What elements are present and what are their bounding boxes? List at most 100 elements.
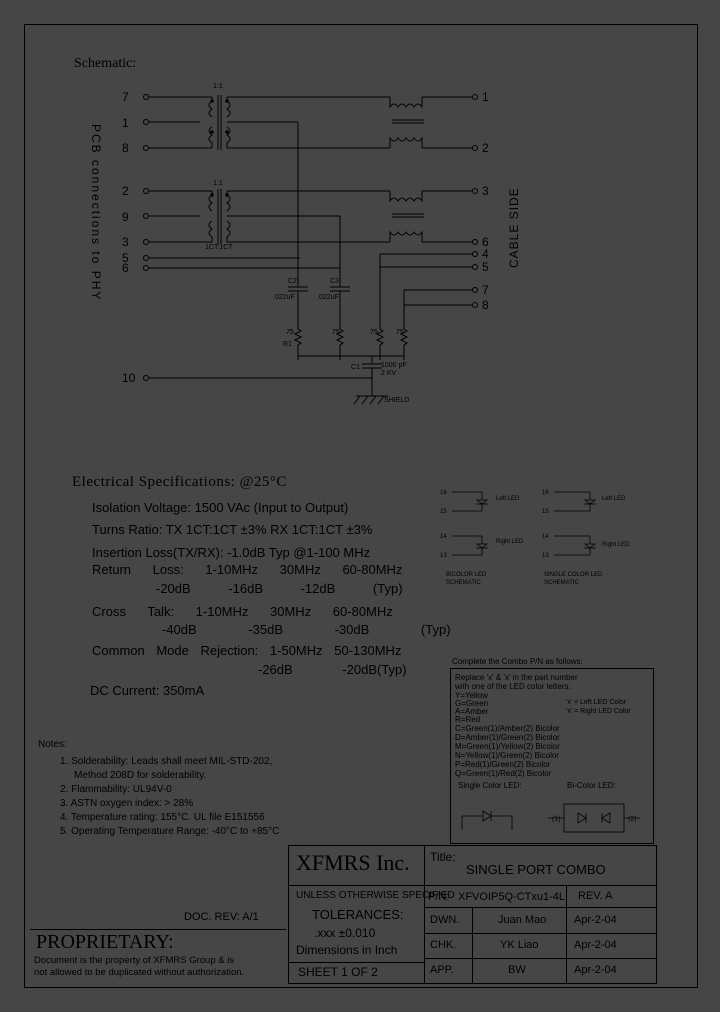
left-pin-1: 1 — [122, 116, 200, 130]
chk-date: Apr-2-04 — [574, 939, 617, 951]
combo-line: Replace 'x' & 'x' in the part number — [455, 673, 578, 682]
right-led-note: 'x' = Right LED Color — [566, 708, 631, 715]
proprietary-text-1: Document is the property of XFMRS Group … — [34, 955, 235, 966]
single-color-led-label: Single Color LED: — [458, 781, 522, 790]
combo-line: D=Amber(1)/Green(2) Bicolor — [455, 733, 560, 742]
spec-line: Return Loss: 1-10MHz 30MHz 60-80MHz — [92, 562, 403, 577]
dwn-date: Apr-2-04 — [574, 914, 617, 926]
dwn-label: DWN. — [430, 914, 460, 926]
ct-ratio-label: 1CT:1CT — [205, 244, 233, 251]
single-pin-15: 15 — [542, 509, 549, 515]
right-pin-7: 7 — [404, 283, 489, 297]
led-schematics: 16 15 Left LED 14 13 Right LED BICOLOR L… — [440, 490, 630, 586]
revision: REV. A — [578, 890, 613, 902]
bicolor-led-label: Bi-Color LED: — [567, 781, 616, 790]
right-pin-8: 8 — [404, 298, 489, 312]
left-pin-8-label: 8 — [122, 141, 129, 155]
bicolor-left-led-label: Left LED — [496, 496, 520, 502]
bicolor-pin-13: 13 — [440, 553, 447, 559]
combo-line: A=Amber — [455, 707, 489, 716]
chk-label: CHK. — [430, 939, 457, 951]
bicolor-pin-16: 16 — [440, 490, 447, 496]
note-item: 5. Operating Temperature Range: -40°C to… — [60, 826, 280, 837]
sheet-border — [24, 24, 698, 988]
right-pin-1: 1 — [472, 90, 489, 104]
note-item: 3. ASTN oxygen index: > 28% — [60, 798, 194, 809]
bicolor-pin-1-label: (1) — [552, 816, 561, 823]
combo-line: M=Green(1)/Yellow(2) Bicolor — [455, 742, 560, 751]
bicolor-caption-1: BICOLOR LED — [446, 572, 487, 578]
left-pin-2: 2 — [122, 184, 212, 198]
r-value-1: 75 — [286, 329, 294, 336]
right-pin-2: 2 — [472, 141, 489, 155]
combo-line: R=Red — [455, 715, 481, 724]
schematic-diagram: 7 1 8 1:1 — [89, 83, 521, 405]
schematic-title: Schematic: — [74, 56, 137, 71]
spec-line: Common Mode Rejection: 1-50MHz 50-130MHz — [92, 643, 402, 658]
spec-line: -20dB -16dB -12dB (Typ) — [156, 581, 403, 596]
left-pin-6: 6 — [122, 261, 340, 275]
left-pin-3: 3 — [122, 235, 212, 249]
left-pin-7-label: 7 — [122, 90, 129, 104]
title-block-hline — [288, 962, 424, 963]
single-caption-2: SCHEMATIC — [544, 580, 580, 586]
pcb-connections-label: PCB connections to PHY — [89, 124, 103, 301]
left-pin-10-label: 10 — [122, 371, 136, 385]
combo-box — [450, 668, 654, 844]
left-pin-5-label: 5 — [122, 251, 129, 265]
combo-line: N=Yellow(1)/Green(2) Bicolor — [455, 751, 559, 760]
combo-line: Y=Yellow — [455, 691, 488, 700]
app-label: APP. — [430, 964, 454, 976]
right-pin-1-label: 1 — [482, 90, 489, 104]
right-pin-7-label: 7 — [482, 283, 489, 297]
combo-led-symbols: (1) (2) — [461, 803, 640, 833]
title-block-vline — [566, 885, 567, 983]
c3-label: C3 — [330, 278, 339, 285]
note-item: 1. Solderability: Leads shall meet MIL-S… — [60, 756, 273, 767]
tolerances-label: TOLERANCES: — [312, 907, 404, 922]
spec-line: Isolation Voltage: 1500 VAc (Input to Ou… — [92, 500, 349, 515]
pn-value: XFVOIP5Q-CTxu1-4L — [458, 891, 565, 903]
title-value: SINGLE PORT COMBO — [466, 862, 606, 877]
combo-line: C=Green(1)/Amber(2) Bicolor — [455, 724, 560, 733]
left-pin-9-label: 9 — [122, 210, 129, 224]
chk-name: YK Liao — [500, 939, 539, 951]
right-pin-3: 3 — [472, 184, 489, 198]
transformer-2-ratio: 1:1 — [213, 180, 223, 187]
termination-network: C2 .022uF C3 .022uF 75 75 75 75 R1 — [143, 254, 409, 405]
left-pin-2-label: 2 — [122, 184, 129, 198]
bicolor-caption-2: SCHEMATIC — [446, 580, 482, 586]
left-pin-9: 9 — [122, 210, 200, 224]
company-name: XFMRS Inc. — [296, 850, 410, 875]
title-block — [288, 845, 657, 984]
r1-label: R1 — [283, 341, 292, 348]
single-caption-1: SINGLE COLOR LED — [544, 572, 603, 578]
spec-line: DC Current: 350mA — [90, 683, 205, 698]
single-color-led-schematic: 16 15 Left LED 14 13 Right LED SINGLE CO… — [542, 490, 630, 586]
bicolor-pin-15: 15 — [440, 509, 447, 515]
right-pin-6-label: 6 — [482, 235, 489, 249]
title-block-hline — [424, 958, 656, 959]
proprietary-text-2: not allowed to be duplicated without aut… — [34, 967, 245, 978]
spec-line: -26dB -20dB(Typ) — [258, 662, 407, 677]
single-color-led-symbol — [461, 810, 513, 830]
title-block-hline — [424, 933, 656, 934]
cable-side-label: CABLE SIDE — [507, 187, 521, 268]
left-pin-3-label: 3 — [122, 235, 129, 249]
choke-1 — [389, 96, 472, 149]
single-pin-14: 14 — [542, 534, 549, 540]
r-value-2: 75 — [332, 329, 340, 336]
shield-label: SHIELD — [384, 397, 409, 404]
c2-value: .022uF — [273, 294, 295, 301]
right-pin-4-label: 4 — [482, 247, 489, 261]
bicolor-pin-2-label: (2) — [628, 816, 637, 823]
transformer-2: 1:1 1CT:1CT — [205, 180, 390, 268]
transformer-1-ratio: 1:1 — [213, 83, 223, 90]
app-date: Apr-2-04 — [574, 964, 617, 976]
electrical-title: Electrical Specifications: @25°C — [72, 474, 287, 490]
r-value-4: 75 — [396, 329, 404, 336]
c3-value: .022uF — [317, 294, 339, 301]
c2-label: C2 — [288, 278, 297, 285]
proprietary-box — [30, 929, 286, 982]
spec-line: Turns Ratio: TX 1CT:1CT ±3% RX 1CT:1CT ±… — [92, 522, 373, 537]
